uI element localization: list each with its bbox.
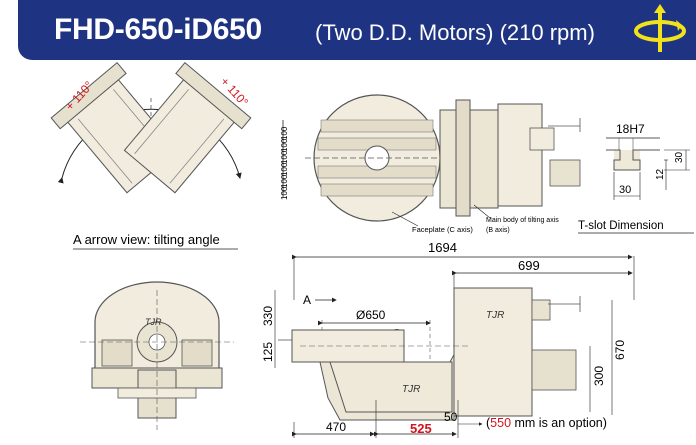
top-dim-6: 100 [280, 186, 289, 200]
top-dim-3: 100 [280, 150, 289, 164]
tilt-angle-view: + 110° + 110° A arrow view: tilting angl… [50, 61, 252, 250]
rotation-axis-logo-icon [634, 4, 686, 52]
product-subtitle: (Two D.D. Motors) (210 rpm) [315, 20, 595, 45]
dim-height-670: 670 [613, 340, 627, 360]
option-note-value: 550 [490, 416, 511, 430]
motor-housing [497, 103, 543, 207]
front-view: TJR [80, 281, 234, 430]
main-body-label: Main body of tilting axis [486, 217, 559, 224]
tslot-neck-label: 12 [655, 168, 666, 180]
top-dim-5: 100 [280, 174, 289, 188]
tslot-caption: T-slot Dimension [578, 220, 664, 232]
dim-height-125: 125 [261, 342, 275, 362]
side-brand-mark: TJR [486, 310, 504, 321]
top-dim-1: 100 [280, 126, 289, 140]
dim-bottom-50: 50 [444, 410, 458, 424]
tilted-body-right [123, 61, 252, 194]
tslot-base-label: 30 [619, 184, 631, 196]
top-dim-4: 100 [280, 162, 289, 176]
dim-height-300: 300 [592, 366, 606, 386]
top-view: 100 100 100 100 100 100 Faceplate (C axi… [280, 94, 581, 234]
tslot-depth-label: 30 [674, 151, 685, 163]
view-arrow-label: A [303, 293, 311, 307]
side-view: 1694 699 330 125 A Ø650 50 TJR TJR [261, 240, 635, 438]
front-brand-mark: TJR [145, 317, 162, 327]
option-note: (550 mm is an option) [486, 416, 607, 430]
dim-motor-length: 699 [518, 258, 540, 273]
dim-overall-length: 1694 [428, 240, 457, 255]
title-banner: FHD-650-iD650 (Two D.D. Motors) (210 rpm… [18, 0, 696, 60]
dim-bottom-470: 470 [326, 420, 346, 434]
tilt-view-caption: A arrow view: tilting angle [73, 232, 220, 247]
dim-height-330: 330 [261, 306, 275, 326]
product-title: FHD-650-iD650 [54, 13, 262, 46]
faceplate-label: Faceplate (C axis) [412, 225, 473, 234]
tilting-housing-side [329, 361, 453, 413]
dim-diameter: Ø650 [356, 308, 386, 322]
housing-brand-mark: TJR [402, 384, 420, 395]
tslot-width-label: 18H7 [616, 122, 645, 136]
motor-housing-side [453, 287, 533, 417]
top-dim-2: 100 [280, 138, 289, 152]
b-axis-label: (B axis) [486, 227, 510, 234]
dim-bottom-525: 525 [410, 421, 432, 436]
tslot-detail: 18H7 30 12 30 T-slot Dimension [578, 122, 694, 234]
